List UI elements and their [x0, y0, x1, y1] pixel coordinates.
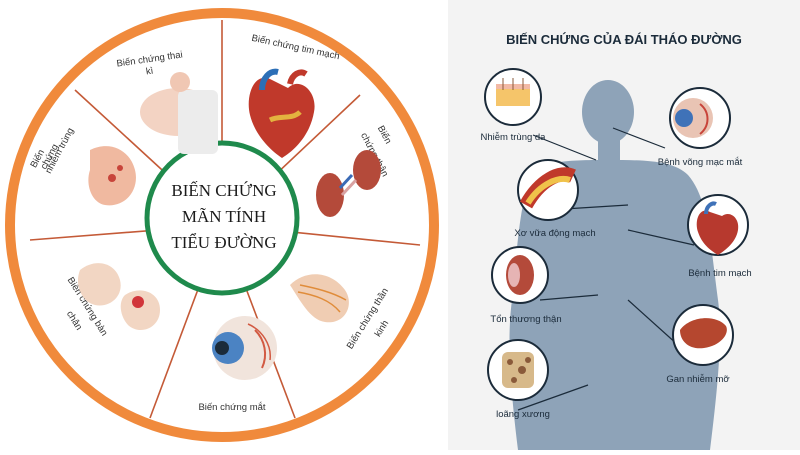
- infected-hand-illustration: [88, 146, 136, 206]
- center-title-line-3: TIỂU ĐƯỜNG: [171, 233, 276, 252]
- label-mat: Biến chứng mắt: [198, 402, 265, 413]
- retina-eye-circle: [669, 87, 731, 149]
- center-title-line-2: MÃN TÍNH: [182, 207, 266, 226]
- label-gan: Gan nhiễm mỡ: [666, 374, 729, 385]
- label-vong-mac: Bệnh võng mạc mắt: [658, 157, 743, 168]
- center-circle: [144, 140, 300, 296]
- pregnancy-illustration: [140, 72, 218, 154]
- connector-lines: [517, 127, 695, 411]
- label-nhiem-trung-da: Nhiễm trùng da: [481, 132, 547, 143]
- outer-ring: [5, 8, 439, 442]
- complications-wheel-panel: BIẾN CHỨNG MÃN TÍNH TIỂU ĐƯỜNG Biến chứn…: [5, 8, 439, 442]
- label-tim-mach-right: Bệnh tim mạch: [688, 268, 751, 279]
- heart-circle: [687, 194, 749, 256]
- panel-divider: [440, 0, 448, 450]
- artery-circle: [517, 159, 579, 221]
- eye-illustration: [212, 316, 277, 380]
- label-ton-thuong-than: Tổn thương thận: [490, 314, 561, 325]
- label-loang-xuong: loãng xương: [496, 409, 550, 420]
- right-title: BIẾN CHỨNG CỦA ĐÁI THÁO ĐƯỜNG: [506, 32, 742, 47]
- foot-ulcer-illustration: [77, 263, 160, 331]
- wheel-svg: BIẾN CHỨNG MÃN TÍNH TIỂU ĐƯỜNG Biến chứn…: [5, 8, 439, 442]
- skin-infection-circle: [484, 68, 542, 126]
- complications-body-panel: BIẾN CHỨNG CỦA ĐÁI THÁO ĐƯỜNG: [448, 0, 800, 450]
- body-svg: BIẾN CHỨNG CỦA ĐÁI THÁO ĐƯỜNG: [481, 32, 752, 450]
- bone-circle: [487, 339, 549, 401]
- center-title-line-1: BIẾN CHỨNG: [171, 181, 276, 200]
- heart-illustration: [248, 68, 315, 158]
- label-xo-vua: Xơ vữa động mạch: [514, 228, 595, 239]
- kidney-circle: [491, 246, 549, 304]
- body-silhouette: [509, 80, 720, 450]
- label-thai-ki-2: kì: [145, 66, 154, 78]
- kidney-illustration: [316, 150, 381, 217]
- foot-nerve-illustration: [290, 274, 349, 323]
- liver-circle: [672, 304, 734, 366]
